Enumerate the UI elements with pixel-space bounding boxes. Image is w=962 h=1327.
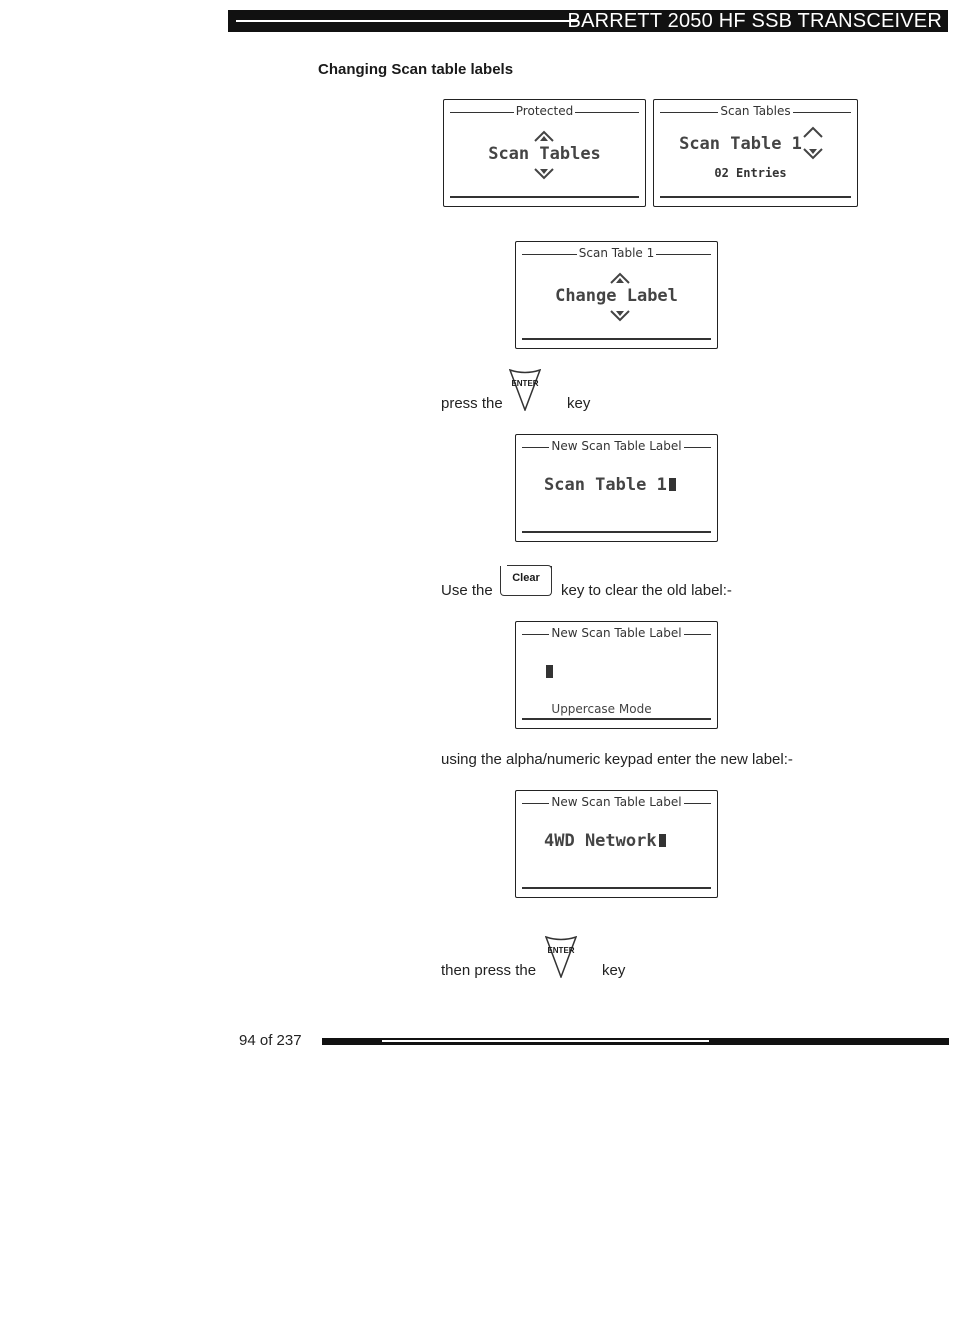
lcd-main-text: Change Label <box>555 286 678 306</box>
lcd-top-label: New Scan Table Label <box>549 626 684 640</box>
lcd-main-text-row: 4WD Network <box>544 831 717 851</box>
step-press-enter-suffix: key <box>567 395 591 412</box>
text-cursor <box>546 665 553 678</box>
lcd-screen-new-label-2: New Scan Table Label Uppercase Mode <box>515 621 718 729</box>
step-then-press-suffix: key <box>602 962 626 979</box>
step-press-enter-prefix: press the <box>441 395 503 412</box>
lcd-main-text: 4WD Network <box>544 831 657 851</box>
header-title: BARRETT 2050 HF SSB TRANSCEIVER <box>567 10 942 32</box>
lcd-top-label: Scan Tables <box>718 104 793 118</box>
down-arrow-icon <box>803 148 823 160</box>
lcd-screen-protected: Protected Scan Tables <box>443 99 646 207</box>
lcd-bottom-rule <box>522 531 711 533</box>
enter-key-icon: ENTER <box>544 935 578 983</box>
down-arrow-icon <box>534 168 554 180</box>
footer-rule <box>382 1040 709 1042</box>
header-rule <box>236 20 578 22</box>
clear-key-icon: Clear <box>500 565 552 596</box>
lcd-main-text: Scan Table 1 <box>544 475 667 495</box>
section-heading: Changing Scan table labels <box>318 61 514 78</box>
lcd-screen-scan-tables: Scan Tables Scan Table 1 02 Entries <box>653 99 858 207</box>
enter-key-icon: ENTER <box>508 368 542 416</box>
step-then-press-prefix: then press the <box>441 962 537 979</box>
step-use-clear-suffix: key to clear the old label:- <box>561 582 732 599</box>
clear-key-outline <box>507 565 552 572</box>
lcd-bottom-rule <box>522 338 711 340</box>
step-use-clear-prefix: Use the <box>441 582 493 599</box>
lcd-mode-text: Uppercase Mode <box>551 702 652 716</box>
text-cursor <box>668 478 676 491</box>
header-bar: BARRETT 2050 HF SSB TRANSCEIVER <box>228 10 948 32</box>
lcd-screen-new-label-1: New Scan Table Label Scan Table 1 <box>515 434 718 542</box>
down-arrow-icon <box>610 310 630 322</box>
up-arrow-icon <box>803 126 823 138</box>
text-cursor <box>658 834 666 847</box>
lcd-main-text: Scan Table 1 <box>679 134 802 154</box>
up-arrow-icon <box>534 130 554 142</box>
lcd-bottom-rule <box>660 196 851 198</box>
step-keypad-instruction: using the alpha/numeric keypad enter the… <box>441 751 793 768</box>
up-arrow-icon <box>610 272 630 284</box>
lcd-bottom-rule <box>522 887 711 889</box>
lcd-top-label: Scan Table 1 <box>576 246 657 260</box>
lcd-bottom-rule <box>522 718 711 720</box>
lcd-top-label: Protected <box>513 104 576 118</box>
lcd-main-text-row: Scan Table 1 <box>544 475 717 495</box>
lcd-screen-scan-table-1: Scan Table 1 Change Label <box>515 241 718 349</box>
lcd-sub-text: 02 Entries <box>714 166 787 180</box>
lcd-top-label: New Scan Table Label <box>549 439 684 453</box>
page-number: 94 of 237 <box>239 1032 302 1049</box>
clear-key-label: Clear <box>512 572 540 584</box>
footer-bar <box>322 1038 949 1045</box>
enter-key-label: ENTER <box>511 379 539 388</box>
lcd-bottom-rule <box>450 196 639 198</box>
lcd-main-text-row <box>544 662 717 682</box>
enter-key-label: ENTER <box>547 946 575 955</box>
lcd-top-label: New Scan Table Label <box>549 795 684 809</box>
lcd-main-text: Scan Tables <box>488 144 601 164</box>
lcd-screen-new-label-3: New Scan Table Label 4WD Network <box>515 790 718 898</box>
